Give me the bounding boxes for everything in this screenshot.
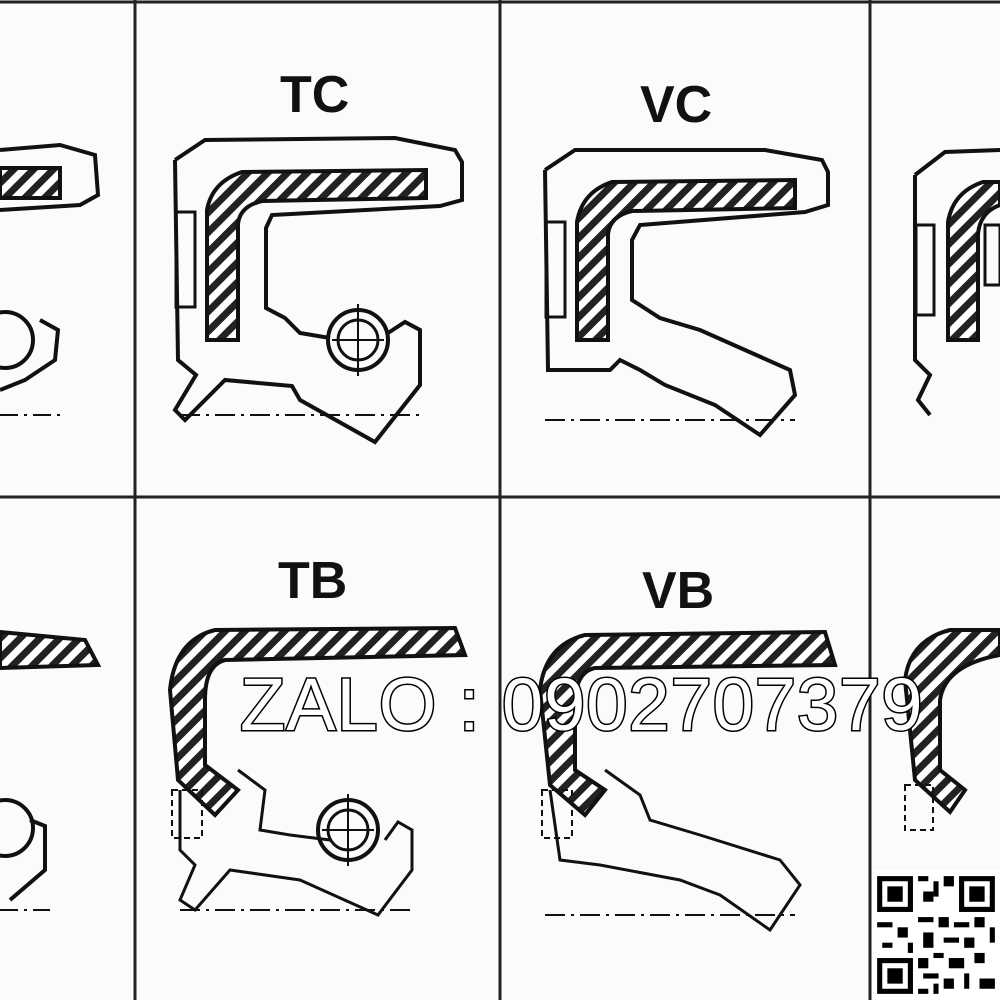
label-tc: TC [280,66,349,124]
label-vb: VB [642,562,714,620]
qr-code[interactable] [872,870,1000,1000]
partial-seal-right-top [902,148,1000,831]
partial-seal-left-top [0,142,102,911]
label-tb: TB [278,552,347,610]
qr-code-icon [877,876,995,994]
seal-vb: VB [537,562,838,933]
seal-tb: TB [168,552,467,917]
seal-vc: VC [543,76,830,438]
seal-tc: TC [173,66,464,444]
label-vc: VC [640,76,712,134]
zalo-watermark: ZALO : 0902707379 [239,662,925,748]
